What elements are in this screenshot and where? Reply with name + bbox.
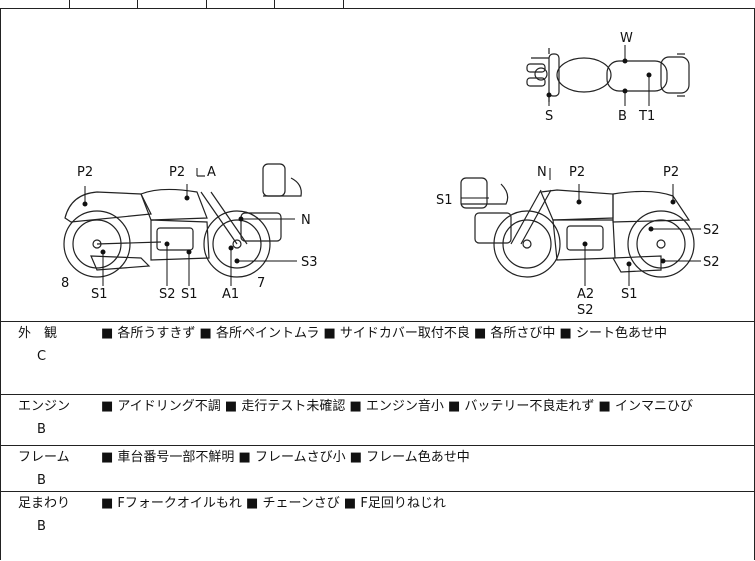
left-view-leaders (82, 168, 297, 286)
previous-table-edge (0, 0, 755, 9)
label-p2: P2 (569, 165, 585, 180)
grid-divider (137, 0, 138, 8)
label-a: A (207, 165, 216, 180)
label-b: B (618, 109, 627, 124)
top-view-labels: W S B T1 (545, 31, 655, 124)
row-items: ■ アイドリング不調 ■ 走行テスト未確認 ■ エンジン音小 ■ バッテリー不良… (101, 399, 693, 414)
row-grade: B (37, 519, 46, 534)
label-s2: S2 (703, 255, 720, 270)
row-items: ■ Fフォークオイルもれ ■ チェーンさび ■ F足回りねじれ (101, 496, 446, 511)
row-category: 外 観 (18, 326, 58, 341)
motorcycle-diagram-svg: W S B T1 P2 P2 A N S3 8 S1 S2 S1 A1 7 N … (61, 31, 720, 318)
label-7: 7 (257, 276, 265, 291)
row-grade: B (37, 422, 46, 437)
left-view-labels: P2 P2 A N S3 8 S1 S2 S1 A1 7 (61, 165, 318, 302)
label-s3: S3 (301, 255, 318, 270)
label-n: N (301, 213, 311, 228)
grid-divider (274, 0, 275, 8)
row-category: エンジン (18, 399, 71, 414)
row-engine: エンジン B ■ アイドリング不調 ■ 走行テスト未確認 ■ エンジン音小 ■ … (0, 395, 755, 446)
label-n: N (537, 165, 547, 180)
right-view-labels: N P2 P2 S1 S2 S2 A2 S2 S1 (436, 165, 720, 318)
grid-divider (206, 0, 207, 8)
label-s2: S2 (159, 287, 176, 302)
label-p2: P2 (169, 165, 185, 180)
top-view-leaders (546, 45, 652, 106)
label-s: S (545, 109, 553, 124)
label-t1: T1 (638, 109, 655, 124)
label-p2: P2 (77, 165, 93, 180)
row-grade: B (37, 473, 46, 488)
label-p2: P2 (663, 165, 679, 180)
label-a2: A2 (577, 287, 594, 302)
motorcycle-right-view (460, 177, 695, 278)
label-s1: S1 (181, 287, 198, 302)
label-w: W (620, 31, 633, 46)
row-items: ■ 各所うすきず ■ 各所ペイントムラ ■ サイドカバー取付不良 ■ 各所さび中… (101, 326, 667, 341)
row-exterior: 外 観 C ■ 各所うすきず ■ 各所ペイントムラ ■ サイドカバー取付不良 ■… (0, 322, 755, 395)
label-s2: S2 (577, 303, 594, 318)
label-a1: A1 (222, 287, 239, 302)
grid-divider (69, 0, 70, 8)
row-suspension: 足まわり B ■ Fフォークオイルもれ ■ チェーンさび ■ F足回りねじれ (0, 492, 755, 560)
damage-diagram: W S B T1 P2 P2 A N S3 8 S1 S2 S1 A1 7 N … (0, 8, 755, 322)
label-s2: S2 (703, 223, 720, 238)
motorcycle-left-view (63, 163, 302, 278)
label-s1: S1 (621, 287, 638, 302)
row-category: 足まわり (18, 496, 71, 511)
right-view-leaders (461, 168, 701, 286)
grid-divider (343, 0, 344, 8)
row-items: ■ 車台番号一部不鮮明 ■ フレームさび小 ■ フレーム色あせ中 (101, 450, 470, 465)
row-grade: C (37, 349, 47, 364)
label-8: 8 (61, 276, 69, 291)
label-s1: S1 (91, 287, 108, 302)
row-category: フレーム (18, 450, 70, 465)
label-s1: S1 (436, 193, 453, 208)
motorcycle-top-view (526, 48, 690, 102)
row-frame: フレーム B ■ 車台番号一部不鮮明 ■ フレームさび小 ■ フレーム色あせ中 (0, 446, 755, 492)
